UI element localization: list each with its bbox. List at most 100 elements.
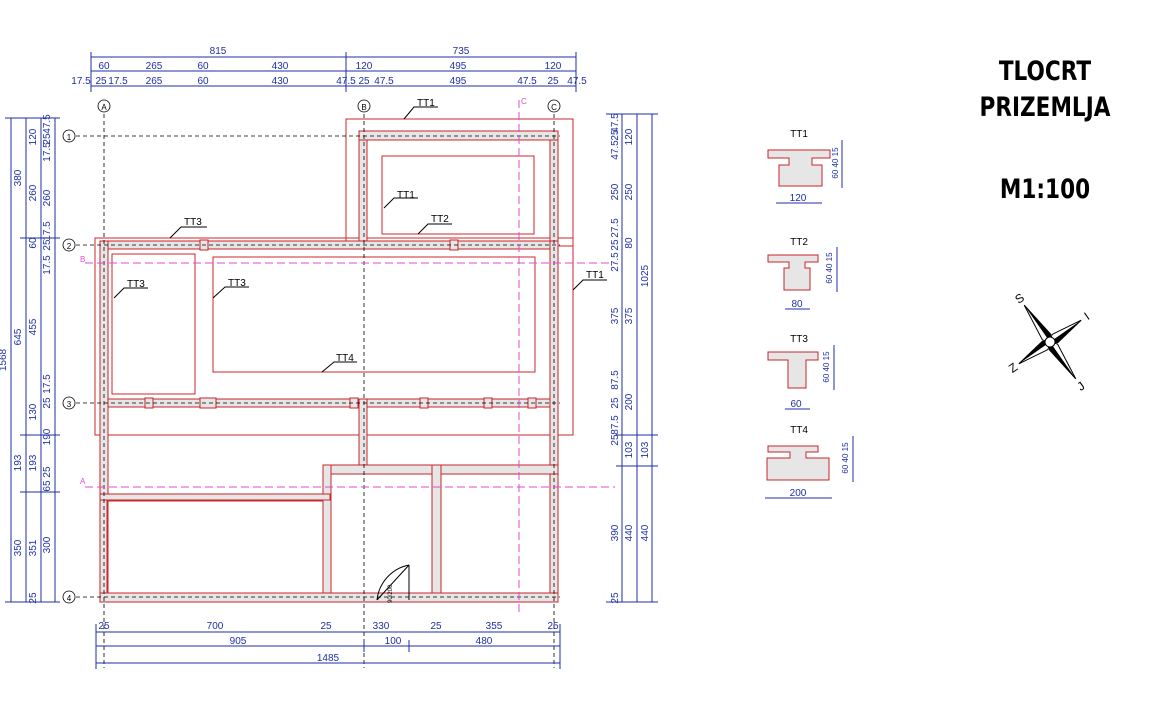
wall-row1 <box>358 130 559 141</box>
section-detail-tt3: TT3 60 60 40 15 <box>767 334 835 410</box>
section-width: 120 <box>790 193 807 204</box>
room-middle <box>212 256 536 373</box>
section-name: TT3 <box>790 334 808 345</box>
dim-left: 260 <box>42 189 53 206</box>
section-marker-b: B <box>80 255 85 264</box>
dim-left: 120 <box>28 128 39 145</box>
dim-right: 87.5 <box>610 370 621 390</box>
dim-right: 103 <box>624 441 635 458</box>
plan-label: TT1 <box>397 190 415 201</box>
dim-top: 60 <box>197 61 209 72</box>
dim-left: 645 <box>13 328 24 345</box>
section-marker-c: C <box>521 97 527 106</box>
door-swing <box>376 564 410 601</box>
bottom-dimension-lines: 25 700 25 330 25 355 25 905 100 480 1485 <box>95 621 561 669</box>
dim-left: 300 <box>42 536 53 553</box>
title-line-1: TLOCRT <box>998 56 1092 87</box>
wall-inner-v <box>322 464 332 603</box>
wall-b-lower <box>358 398 368 470</box>
dim-top: 430 <box>272 61 289 72</box>
dim-right: 375 <box>624 307 635 324</box>
dim-right: 27.5 <box>610 252 621 272</box>
plan-label: TT4 <box>336 353 354 364</box>
compass-letter: Z <box>1006 360 1020 376</box>
dim-top: 47.5 <box>567 76 587 87</box>
wall-b-upper <box>358 130 368 250</box>
section-cut-lines: B A C <box>80 97 615 612</box>
dim-left: 193 <box>13 454 24 471</box>
grid-axis-bubbles: A B C 1 2 3 4 <box>62 99 561 604</box>
room-lower-left <box>106 500 324 594</box>
section-width: 60 <box>790 399 802 410</box>
section-width: 200 <box>790 488 807 499</box>
dim-left: 65 <box>42 480 53 492</box>
dim-top: 47.5 <box>374 76 394 87</box>
dim-top: 265 <box>146 61 163 72</box>
wall-inner-v2 <box>431 464 442 603</box>
dim-bottom: 355 <box>486 621 503 632</box>
dim-right: 25 <box>610 592 621 604</box>
dim-left: 25 <box>28 592 39 604</box>
section-heights: 60 40 15 <box>825 252 834 284</box>
dim-left: 17.5 <box>42 142 53 162</box>
compass-letter: I <box>1081 309 1092 322</box>
plan-labels: TT1 TT1 TT2 TT3 TT3 TT3 TT4 TT1 <box>113 98 607 373</box>
section-detail-tt1: TT1 120 60 40 15 <box>767 129 843 204</box>
scale-label: M1:100 <box>999 174 1091 205</box>
axis-row-3: 3 <box>67 400 72 409</box>
section-name: TT1 <box>790 129 808 140</box>
axis-row-1: 1 <box>67 133 72 142</box>
foundation-walls: 90/200 <box>94 118 574 603</box>
dim-top: 120 <box>545 61 562 72</box>
left-dimension-lines: 1568 380 645 193 350 120 260 60 455 130 … <box>0 114 60 604</box>
dim-bottom: 330 <box>373 621 390 632</box>
dim-top: 60 <box>98 61 110 72</box>
dim-top: 47.5 <box>517 76 537 87</box>
dim-right: 250 <box>610 183 621 200</box>
dim-right: 27.5 <box>610 218 621 238</box>
dim-bottom: 480 <box>476 636 493 647</box>
plan-label: TT3 <box>228 278 246 289</box>
dim-left: 260 <box>28 184 39 201</box>
compass-letter: S <box>1012 291 1027 307</box>
dim-top: 735 <box>453 46 470 57</box>
axis-col-a: A <box>101 103 107 112</box>
dim-right: 250 <box>624 183 635 200</box>
dim-top: 17.5 <box>108 76 128 87</box>
dim-top: 265 <box>146 76 163 87</box>
dim-left: 25 <box>42 466 53 478</box>
section-detail-tt2: TT2 80 60 40 15 <box>767 237 838 310</box>
dim-left: 455 <box>28 318 39 335</box>
axis-col-b: B <box>361 103 366 112</box>
section-name: TT2 <box>790 237 808 248</box>
dim-left: 130 <box>28 403 39 420</box>
wall-c-upper <box>549 130 559 250</box>
plan-label: TT1 <box>417 98 435 109</box>
dim-top: 815 <box>210 46 227 57</box>
dim-left: 380 <box>13 169 24 186</box>
dim-right: 25 <box>610 397 621 409</box>
dim-top: 495 <box>450 76 467 87</box>
section-heights: 60 40 15 <box>822 351 831 383</box>
section-detail-tt4: TT4 200 60 40 15 <box>765 425 854 499</box>
dim-right: 440 <box>640 524 651 541</box>
dim-right: 440 <box>624 524 635 541</box>
dim-right: 87.5 <box>610 415 621 435</box>
section-heights: 60 40 15 <box>831 147 840 179</box>
dim-left: 1568 <box>0 348 9 371</box>
dim-top: 430 <box>272 76 289 87</box>
dim-bottom: 25 <box>320 621 332 632</box>
dim-right: 25 <box>610 239 621 251</box>
plan-label: TT1 <box>586 270 604 281</box>
wall-lower-left-top <box>99 493 331 501</box>
dim-right: 375 <box>610 307 621 324</box>
plan-label: TT3 <box>184 217 202 228</box>
section-name: TT4 <box>790 425 808 436</box>
dim-right: 390 <box>610 524 621 541</box>
dim-left: 17.5 <box>42 255 53 275</box>
grid-axis-lines <box>76 114 560 668</box>
axis-row-2: 2 <box>67 242 72 251</box>
dim-top: 25 <box>547 76 559 87</box>
axis-row-4: 4 <box>67 594 72 603</box>
door-label: 90/200 <box>388 584 394 603</box>
